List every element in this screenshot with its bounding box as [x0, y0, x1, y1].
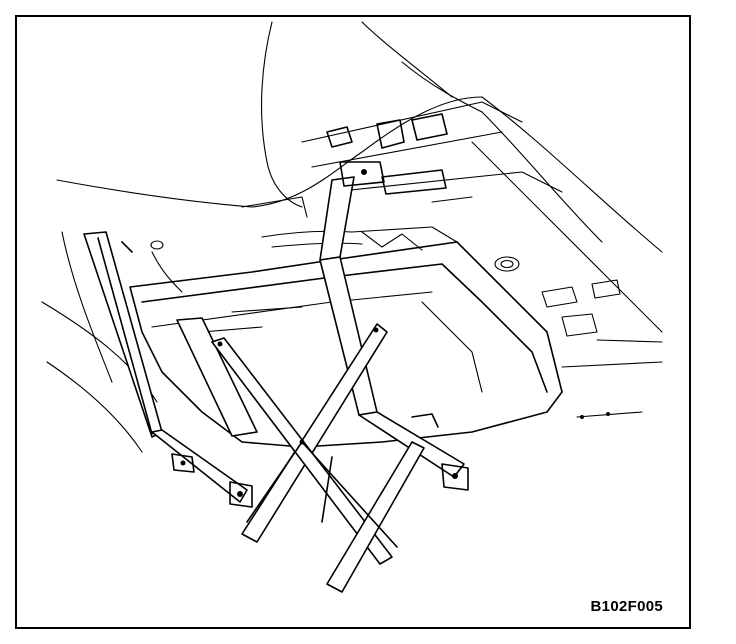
figure-code: B102F005: [590, 598, 663, 615]
figure-frame: B102F005: [15, 15, 691, 629]
support-stand: [246, 441, 398, 548]
fuel-tank-strap-drawing: [41, 21, 663, 593]
left-tank-strap: [83, 231, 253, 508]
tank-cradle-straps: [176, 317, 425, 593]
